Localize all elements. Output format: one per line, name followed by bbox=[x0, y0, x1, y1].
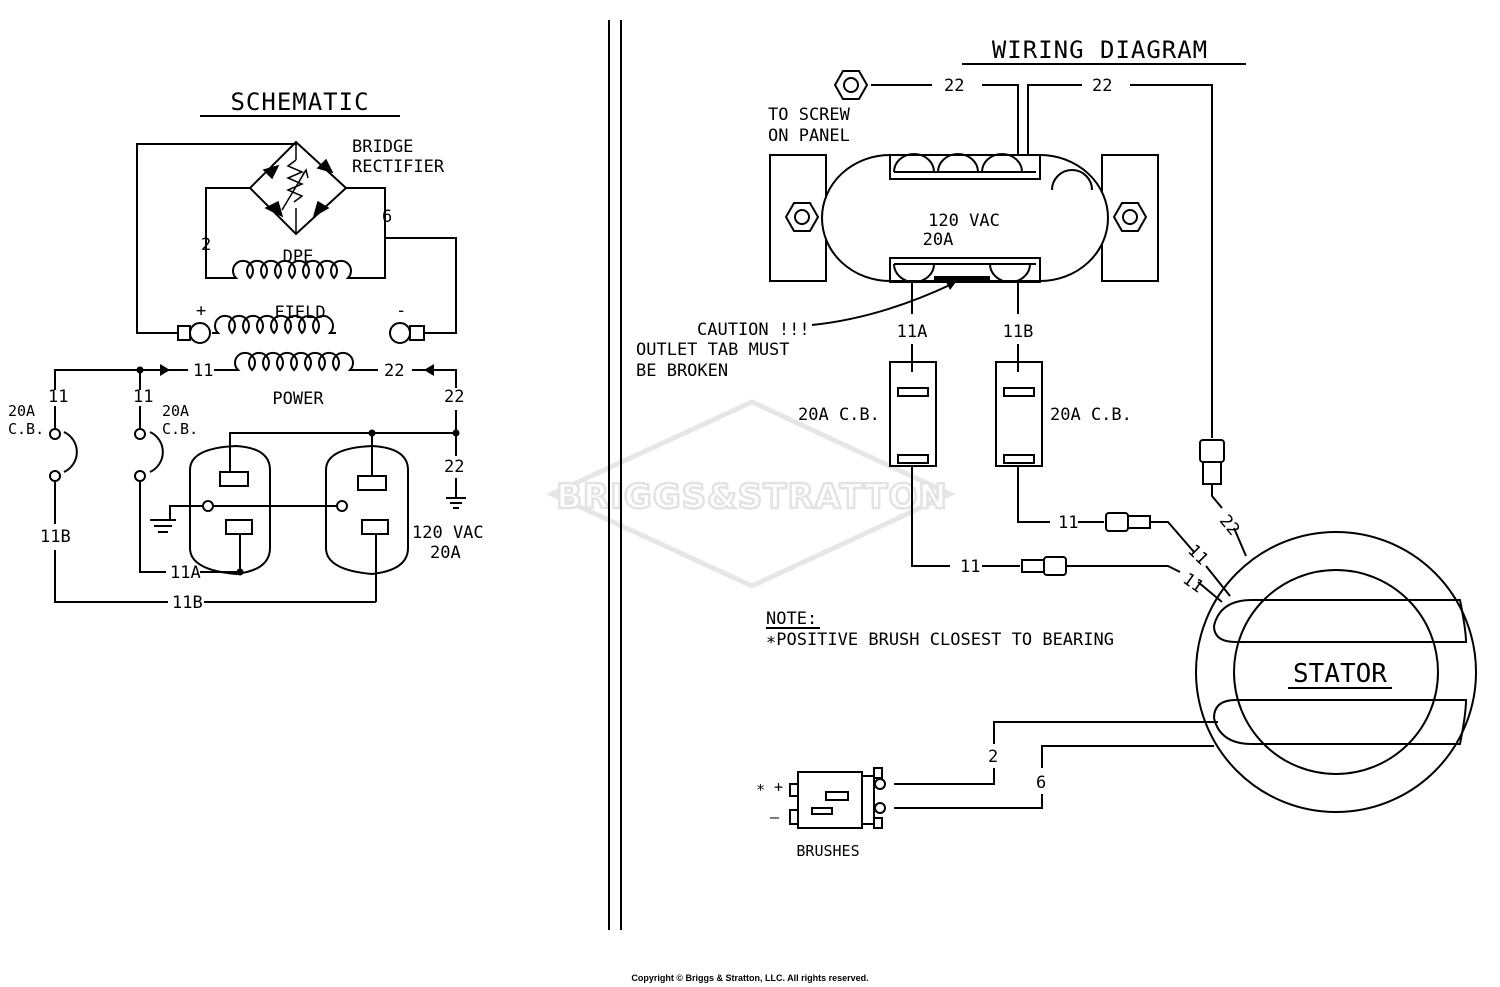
circuit-breaker-left: 20A C.B. bbox=[798, 361, 937, 467]
wire-connector bbox=[1199, 439, 1225, 485]
wire-label: 22 bbox=[1092, 76, 1112, 96]
bridge-rectifier-label: BRIDGE bbox=[352, 137, 413, 157]
cb-label: 20A bbox=[162, 402, 189, 420]
outlet-rating: 20A bbox=[430, 543, 461, 563]
wire-label: 2 bbox=[201, 235, 211, 255]
wiring-panel: WIRING DIAGRAM 22 22 TO SCREW ON PANEL 1… bbox=[636, 36, 1477, 860]
caution-text: OUTLET TAB MUST bbox=[636, 340, 790, 360]
cb-label: 20A bbox=[8, 402, 35, 420]
stator-label: STATOR bbox=[1293, 659, 1387, 689]
wire-label: 11B bbox=[1003, 322, 1034, 342]
wire-label: 11 bbox=[193, 361, 213, 381]
wire-label: 11 bbox=[1058, 513, 1078, 533]
cb-label: 20A C.B. bbox=[1050, 405, 1132, 425]
bridge-rectifier-label: RECTIFIER bbox=[352, 157, 445, 177]
wire-label: 2 bbox=[988, 747, 998, 767]
wire-label: 6 bbox=[382, 207, 392, 227]
outlet-rating: 120 VAC bbox=[412, 523, 484, 543]
caution-text: CAUTION !!! bbox=[697, 320, 810, 340]
wire-label: 11B bbox=[172, 593, 203, 613]
outlet-rating: 20A bbox=[923, 230, 954, 250]
cb-label: C.B. bbox=[8, 420, 44, 438]
brush-positive-label: ∗ + bbox=[756, 778, 783, 796]
duplex-receptacle: 120 VAC 20A bbox=[769, 153, 1159, 283]
wire-label: 11A bbox=[170, 563, 201, 583]
circuit-breaker-right: 20A C.B. bbox=[995, 361, 1132, 467]
schematic-panel: SCHEMATIC BRIDGE RECTIFIER 2 6 DPE + bbox=[8, 88, 484, 613]
positive-brush-terminal bbox=[189, 322, 211, 344]
wire-connector bbox=[1105, 512, 1151, 532]
wire-label: 11 bbox=[133, 387, 153, 407]
cb-label: C.B. bbox=[162, 420, 198, 438]
negative-brush-terminal bbox=[389, 322, 411, 344]
wire-label: 22 bbox=[1215, 511, 1243, 540]
ground-symbol bbox=[150, 519, 176, 533]
wire-label: 22 bbox=[444, 387, 464, 407]
wire-label: 22 bbox=[384, 361, 404, 381]
note-title: NOTE: bbox=[766, 609, 817, 629]
power-coil bbox=[231, 351, 357, 371]
field-label: FIELD bbox=[274, 303, 325, 323]
caution-text: BE BROKEN bbox=[636, 361, 728, 381]
panel-screw-nut bbox=[834, 70, 868, 100]
note-text: ∗POSITIVE BRUSH CLOSEST TO BEARING bbox=[766, 630, 1114, 650]
dpe-label: DPE bbox=[283, 247, 314, 267]
brush-assembly: ∗ + – BRUSHES bbox=[756, 767, 886, 860]
cb-label: 20A C.B. bbox=[798, 405, 880, 425]
ground-symbol bbox=[446, 497, 466, 509]
wire-label: 11 bbox=[1179, 569, 1207, 597]
wire-label: 22 bbox=[944, 76, 964, 96]
wire-label: 11A bbox=[897, 322, 928, 342]
wire-label: 22 bbox=[444, 457, 464, 477]
copyright: Copyright © Briggs & Stratton, LLC. All … bbox=[631, 973, 868, 983]
wiring-title: WIRING DIAGRAM bbox=[992, 36, 1208, 64]
to-screw-label: ON PANEL bbox=[768, 126, 850, 146]
stator: STATOR bbox=[1195, 531, 1477, 813]
watermark-text: BRIGGS&STRATTON bbox=[556, 477, 948, 517]
to-screw-label: TO SCREW bbox=[768, 105, 851, 125]
minus-label: - bbox=[396, 301, 406, 321]
wire-label: 11B bbox=[40, 527, 71, 547]
wire-label: 11 bbox=[960, 557, 980, 577]
wire-label: 6 bbox=[1036, 773, 1046, 793]
power-label: POWER bbox=[272, 389, 324, 409]
outlet-rating: 120 VAC bbox=[928, 211, 1000, 231]
outlet-right bbox=[325, 444, 409, 602]
wire-label: 11 bbox=[48, 387, 68, 407]
bridge-rectifier: BRIDGE RECTIFIER bbox=[248, 137, 445, 236]
brush-negative-label: – bbox=[770, 808, 780, 826]
brushes-label: BRUSHES bbox=[796, 842, 859, 860]
schematic-title: SCHEMATIC bbox=[230, 88, 369, 116]
wire-connector bbox=[1021, 556, 1067, 576]
plus-label: + bbox=[196, 301, 206, 321]
